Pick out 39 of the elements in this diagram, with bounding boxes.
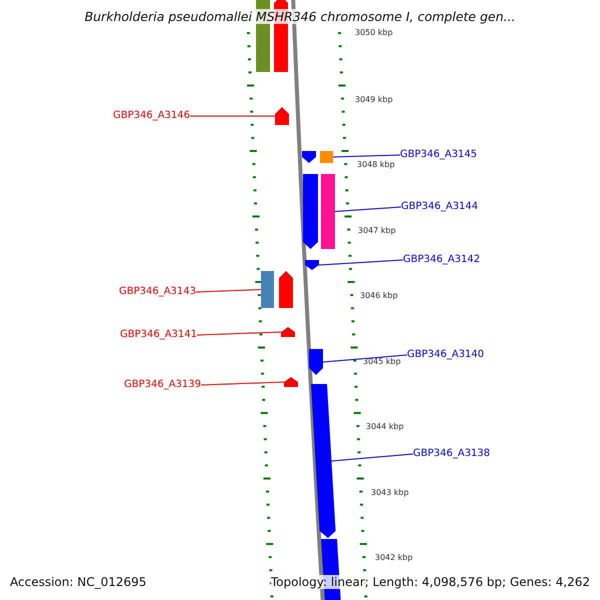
gene-feature: [275, 107, 289, 125]
leader-line: [318, 260, 404, 266]
gene-label: GBP346_A3144: [401, 201, 478, 213]
gene-label: GBP346_A3143: [118, 286, 196, 298]
scale-label: 3046 kbp: [360, 291, 398, 300]
scale-label: 3048 kbp: [357, 160, 395, 169]
leader-line: [332, 154, 400, 158]
accession-text: Accession: NC_012695: [10, 575, 146, 589]
scale-label: 3042 kbp: [375, 553, 413, 562]
gene-feature: [284, 377, 298, 387]
scale-label: 3050 kbp: [355, 28, 393, 37]
gene-feature: [309, 349, 323, 375]
gene-feature: [321, 174, 335, 249]
scale-label: 3049 kbp: [355, 95, 393, 104]
gene-feature: [261, 271, 274, 308]
gene-label: GBP346_A3145: [400, 149, 478, 161]
leader-line: [200, 382, 284, 386]
gene-feature: [303, 174, 318, 249]
gene-label: GBP346_A3138: [413, 448, 490, 460]
genome-summary-text: Topology: linear; Length: 4,098,576 bp; Genes: 4,262: [270, 575, 590, 589]
gene-feature: [305, 260, 319, 270]
gene-label: GBP346_A3141: [120, 329, 197, 341]
gene-label: GBP346_A3146: [112, 110, 190, 122]
gene-label: GBP346_A3139: [124, 379, 201, 391]
leader-line: [196, 332, 282, 336]
leader-line: [331, 454, 414, 462]
scale-label: 3045 kbp: [363, 357, 401, 366]
leader-line: [322, 354, 408, 362]
leader-line: [196, 289, 262, 292]
scale-label: 3043 kbp: [371, 488, 409, 497]
gene-feature: [320, 151, 333, 163]
gene-feature: [279, 271, 293, 308]
gene-label: GBP346_A3142: [403, 254, 480, 266]
scale-label: 3044 kbp: [366, 422, 404, 431]
gene-feature: [302, 151, 316, 163]
leader-line: [334, 206, 402, 212]
gene-feature: [281, 327, 295, 337]
scale-label: 3047 kbp: [358, 226, 396, 235]
gene-label: GBP346_A3140: [407, 349, 484, 361]
